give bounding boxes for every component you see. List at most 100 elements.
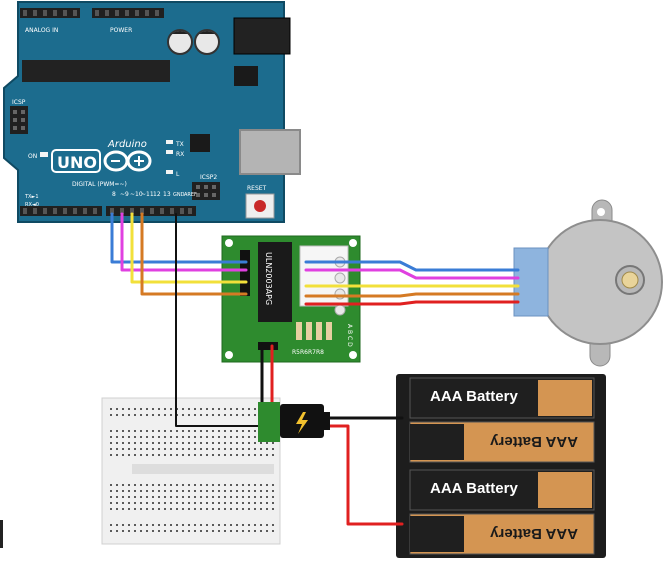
- capacitor: [194, 29, 220, 55]
- breadboard-hole: [128, 436, 130, 438]
- battery-cell-2-label: AAA Battery: [490, 433, 578, 450]
- breadboard-hole: [266, 454, 268, 456]
- breadboard-hole: [194, 414, 196, 416]
- breadboard-hole: [266, 448, 268, 450]
- stepper-motor: [513, 199, 663, 367]
- breadboard-hole: [200, 496, 202, 498]
- breadboard-hole: [194, 484, 196, 486]
- breadboard-hole: [122, 508, 124, 510]
- breadboard-hole: [182, 490, 184, 492]
- breadboard-hole: [182, 414, 184, 416]
- breadboard-hole: [236, 496, 238, 498]
- breadboard-hole: [146, 490, 148, 492]
- breadboard-center-channel: [132, 464, 274, 474]
- breadboard-hole: [188, 530, 190, 532]
- breadboard-hole: [134, 530, 136, 532]
- breadboard-hole: [158, 530, 160, 532]
- breadboard-hole: [134, 430, 136, 432]
- wire-black-gnd: [175, 213, 263, 427]
- breadboard-hole: [182, 448, 184, 450]
- breadboard-hole: [248, 484, 250, 486]
- breadboard-hole: [182, 442, 184, 444]
- power-label: POWER: [110, 27, 132, 34]
- breadboard-hole: [134, 436, 136, 438]
- breadboard-hole: [242, 414, 244, 416]
- breadboard-hole: [272, 454, 274, 456]
- breadboard-hole: [182, 502, 184, 504]
- breadboard-hole: [134, 484, 136, 486]
- breadboard-hole: [158, 430, 160, 432]
- pin-label-8: 8: [112, 191, 116, 198]
- wire-motor-red: [304, 300, 520, 306]
- breadboard-hole: [140, 430, 142, 432]
- breadboard-hole: [188, 524, 190, 526]
- breadboard-hole: [134, 496, 136, 498]
- icsp-label: ICSP: [12, 99, 26, 106]
- uno-logo-box: [51, 149, 101, 173]
- breadboard-hole: [206, 448, 208, 450]
- breadboard: [101, 397, 281, 545]
- breadboard-hole: [188, 496, 190, 498]
- breadboard-hole: [194, 454, 196, 456]
- breadboard-hole: [212, 508, 214, 510]
- breadboard-hole: [182, 484, 184, 486]
- breadboard-hole: [170, 430, 172, 432]
- breadboard-hole: [164, 508, 166, 510]
- breadboard-hole: [248, 502, 250, 504]
- breadboard-hole: [200, 490, 202, 492]
- breadboard-hole: [230, 496, 232, 498]
- breadboard-hole: [152, 442, 154, 444]
- breadboard-hole: [194, 430, 196, 432]
- breadboard-hole: [236, 530, 238, 532]
- breadboard-hole: [134, 490, 136, 492]
- breadboard-hole: [200, 508, 202, 510]
- breadboard-hole: [134, 502, 136, 504]
- breadboard-hole: [200, 454, 202, 456]
- breadboard-hole: [146, 502, 148, 504]
- pin-label-tx: TX►1: [24, 194, 39, 200]
- brand-text: Arduino: [107, 139, 147, 150]
- breadboard-hole: [188, 490, 190, 492]
- breadboard-hole: [200, 448, 202, 450]
- breadboard-hole: [224, 508, 226, 510]
- wire-motor-pink: [304, 268, 520, 280]
- microcontroller-chip: [22, 60, 170, 82]
- led-labels: A B C D: [346, 324, 353, 347]
- breadboard-hole: [254, 408, 256, 410]
- breadboard-hole: [158, 448, 160, 450]
- breadboard-hole: [200, 524, 202, 526]
- breadboard-hole: [164, 436, 166, 438]
- breadboard-hole: [182, 524, 184, 526]
- breadboard-hole: [164, 454, 166, 456]
- breadboard-hole: [242, 430, 244, 432]
- breadboard-hole: [182, 430, 184, 432]
- breadboard-hole: [224, 436, 226, 438]
- breadboard-hole: [230, 484, 232, 486]
- breadboard-hole: [224, 448, 226, 450]
- breadboard-hole: [236, 436, 238, 438]
- lightning-icon: [296, 412, 308, 434]
- breadboard-hole: [248, 430, 250, 432]
- tx-label: TX: [175, 141, 184, 148]
- breadboard-hole: [230, 436, 232, 438]
- breadboard-hole: [224, 490, 226, 492]
- breadboard-hole: [206, 408, 208, 410]
- breadboard-hole: [230, 454, 232, 456]
- breadboard-hole: [236, 448, 238, 450]
- arduino-uno-board: ANALOG IN POWER ICSP ON Arduino: [3, 1, 301, 223]
- breadboard-hole: [188, 502, 190, 504]
- wire-battery-red: [328, 424, 404, 526]
- reset-button-cap[interactable]: [254, 200, 266, 212]
- wire-blue-pin8: [110, 212, 248, 264]
- breadboard-hole: [224, 496, 226, 498]
- breadboard-hole: [194, 436, 196, 438]
- breadboard-hole: [176, 502, 178, 504]
- breadboard-hole: [128, 454, 130, 456]
- breadboard-hole: [242, 436, 244, 438]
- breadboard-hole: [134, 408, 136, 410]
- breadboard-hole: [260, 508, 262, 510]
- wire-pink-pin9: [120, 212, 248, 272]
- breadboard-hole: [128, 430, 130, 432]
- pin-label-9: ~9: [120, 191, 129, 198]
- pin-label-gnd: GND: [173, 192, 185, 198]
